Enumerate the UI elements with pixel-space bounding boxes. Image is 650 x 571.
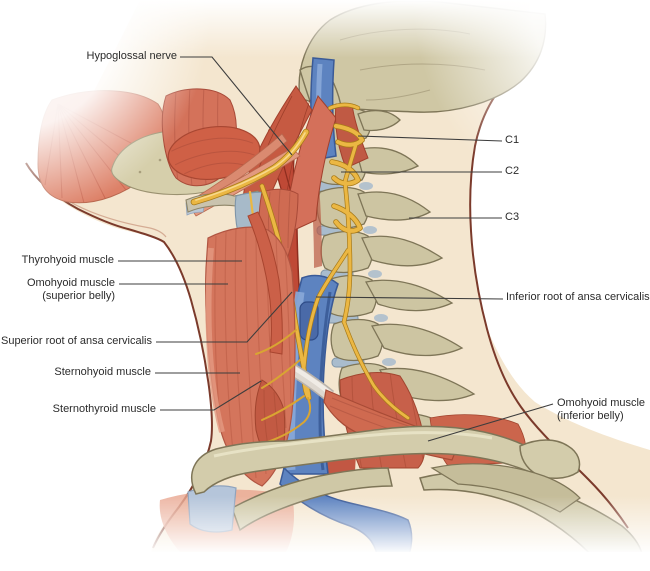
cervical-chain bbox=[342, 142, 358, 324]
nerve-to-omohyoid bbox=[342, 320, 410, 420]
leader-superior-root bbox=[156, 291, 293, 343]
label-inferior-root: Inferior root of ansa cervicalis bbox=[506, 291, 650, 303]
label-c3: C3 bbox=[505, 211, 520, 223]
leader-lines bbox=[118, 56, 554, 442]
label-omohyoid-superior-line1: Omohyoid muscle bbox=[26, 277, 115, 289]
leader-hypoglossal bbox=[180, 56, 293, 156]
label-omohyoid-inferior-line1: Omohyoid muscle bbox=[557, 397, 646, 409]
label-superior-root: Superior root of ansa cervicalis bbox=[0, 335, 152, 347]
label-omohyoid-superior: Omohyoid muscle (superior belly) bbox=[0, 277, 115, 303]
acromion bbox=[519, 439, 581, 479]
leader-inferior-root bbox=[315, 296, 504, 300]
label-sternothyroid-muscle: Sternothyroid muscle bbox=[52, 403, 156, 415]
label-c1: C1 bbox=[505, 134, 520, 146]
label-sternohyoid-muscle: Sternohyoid muscle bbox=[54, 366, 151, 378]
leader-sternothyroid bbox=[160, 380, 262, 411]
inferior-root-ansa bbox=[302, 248, 350, 400]
leader-omohyoid-inferior bbox=[427, 403, 554, 442]
leader-c1 bbox=[357, 135, 503, 142]
label-thyrohyoid-muscle: Thyrohyoid muscle bbox=[21, 254, 114, 266]
label-omohyoid-superior-line2: (superior belly) bbox=[42, 290, 115, 302]
label-omohyoid-inferior-line2: (inferior belly) bbox=[557, 410, 624, 422]
label-c2: C2 bbox=[505, 165, 520, 177]
label-omohyoid-inferior: Omohyoid muscle (inferior belly) bbox=[557, 397, 645, 423]
label-hypoglossal-nerve: Hypoglossal nerve bbox=[86, 50, 178, 62]
c2-root bbox=[330, 160, 360, 186]
ansa-branches bbox=[255, 329, 312, 445]
